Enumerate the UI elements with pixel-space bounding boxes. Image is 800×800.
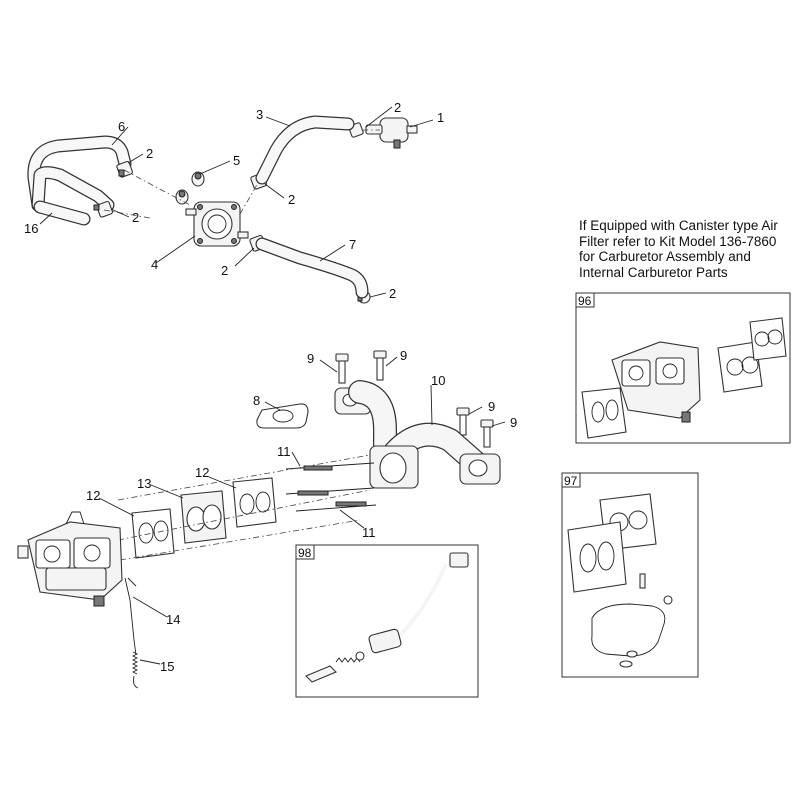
callout-11-upper: 11: [277, 444, 291, 459]
callout-9-a: 9: [307, 351, 314, 366]
manifold-gasket[interactable]: [256, 403, 309, 429]
kit-96-box[interactable]: 96: [575, 292, 791, 444]
note-line-4: Internal Carburetor Parts: [579, 264, 728, 280]
carburetor[interactable]: [17, 511, 123, 607]
callout-13: 13: [137, 476, 151, 491]
fuel-hose-3[interactable]: [255, 115, 355, 185]
callout-4: 4: [151, 257, 158, 272]
fuel-hose-7[interactable]: [255, 237, 369, 299]
manifold-bolt-2[interactable]: [373, 350, 387, 381]
hose-clamp-upper-left[interactable]: [116, 160, 133, 178]
callout-16: 16: [24, 221, 38, 236]
fuel-filter[interactable]: [365, 117, 418, 149]
carburetor-gasket-outer[interactable]: [232, 477, 277, 528]
callout-2-pump-outlet: 2: [221, 263, 228, 278]
callout-9-b: 9: [400, 348, 407, 363]
callout-1: 1: [437, 110, 444, 125]
callout-2-filter: 2: [394, 100, 401, 115]
callout-10: 10: [431, 373, 445, 388]
callout-2-upper-left: 2: [146, 146, 153, 161]
kit-97-label: 97: [564, 474, 578, 488]
callout-9-d: 9: [510, 415, 517, 430]
callout-3: 3: [256, 107, 263, 122]
kit-97-box[interactable]: 97: [561, 472, 699, 678]
check-valve-upper[interactable]: [191, 171, 205, 187]
callout-2-hose-7: 2: [389, 286, 396, 301]
kit-96-label: 96: [578, 294, 592, 308]
governor-link[interactable]: [124, 577, 137, 656]
manifold-bolt-4[interactable]: [480, 419, 494, 448]
hose-clamp-lower-left[interactable]: [93, 200, 113, 218]
fuel-hose-16[interactable]: [33, 200, 91, 226]
callout-2-pump-inlet: 2: [288, 192, 295, 207]
manifold-bolt-3[interactable]: [456, 407, 470, 436]
kit-98-box[interactable]: 98: [295, 544, 479, 698]
manifold-studs[interactable]: [285, 462, 377, 512]
callout-9-c: 9: [488, 399, 495, 414]
callout-12-outer: 12: [195, 465, 209, 480]
intake-manifold[interactable]: [334, 380, 501, 489]
manifold-bolt-1[interactable]: [335, 353, 349, 384]
carburetor-gasket-inner[interactable]: [131, 508, 175, 559]
governor-spring[interactable]: [131, 651, 139, 689]
kit-98-label: 98: [298, 546, 312, 560]
callout-6: 6: [118, 119, 125, 134]
check-valve-lower[interactable]: [175, 189, 189, 205]
note-line-2: Filter refer to Kit Model 136-7860: [579, 233, 777, 249]
carburetor-spacer[interactable]: [180, 490, 227, 544]
callout-14: 14: [166, 612, 180, 627]
callout-12-inner: 12: [86, 488, 100, 503]
callout-5: 5: [233, 153, 240, 168]
leader-lines: [39, 106, 506, 665]
fuel-pump[interactable]: [185, 201, 249, 247]
note-line-3: for Carburetor Assembly and: [579, 249, 751, 264]
callout-2-lower-left: 2: [132, 210, 139, 225]
callout-11-lower: 11: [362, 525, 376, 540]
callout-15: 15: [160, 659, 174, 674]
callout-8: 8: [253, 393, 260, 408]
note-line-1: If Equipped with Canister type Air: [579, 218, 778, 233]
fuel-hose-6[interactable]: [27, 135, 132, 212]
canister-filter-note: If Equipped with Canister type Air Filte…: [579, 218, 789, 280]
callout-7: 7: [349, 237, 356, 252]
